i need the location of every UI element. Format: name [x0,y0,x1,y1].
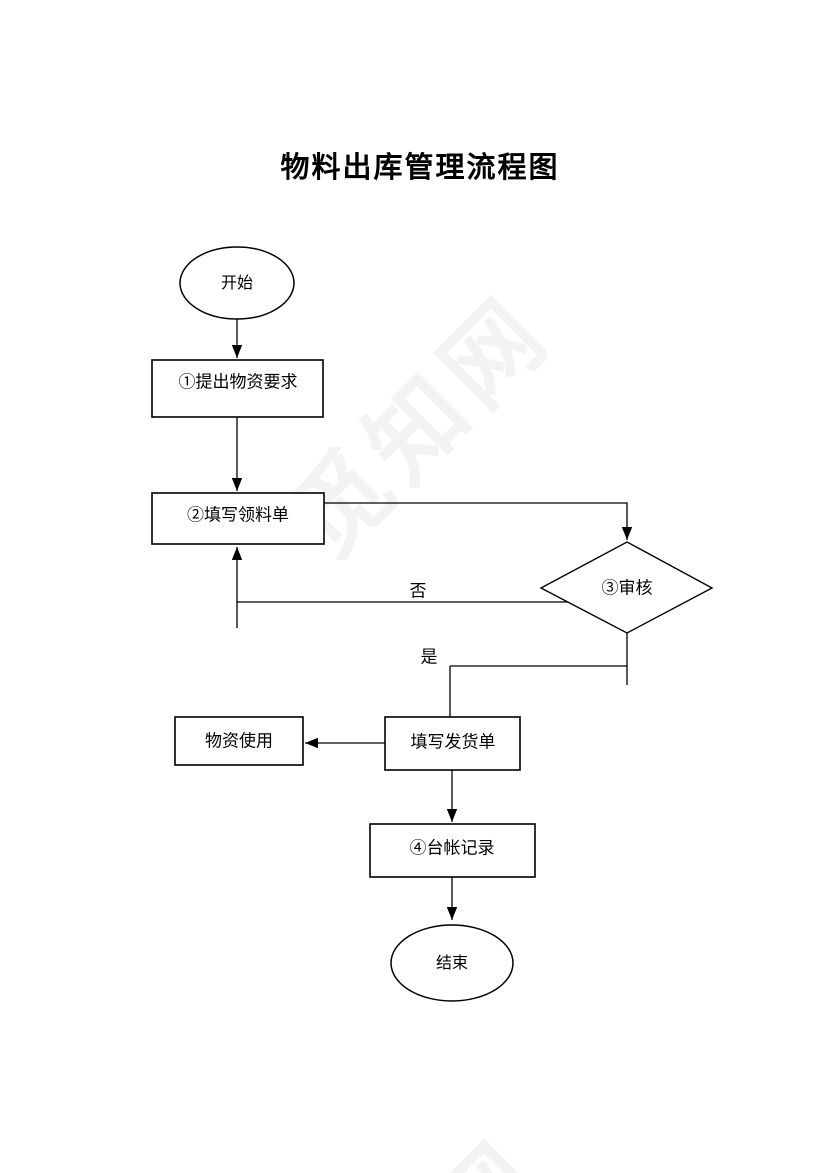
yes-branch-label: 是 [420,647,438,667]
start-node-shape [179,246,295,320]
ledger-node-shape [369,823,536,878]
end-node-shape [390,924,514,1002]
review-decision-shape [539,541,714,634]
end-node-label: 结束 [435,955,469,972]
material-use-node-shape [174,716,304,766]
step2-node-shape [151,492,325,545]
delivery-note-node-shape [384,716,521,771]
start-node-label: 开始 [220,275,254,292]
material-use-node-label: 物资使用 [205,731,273,751]
step2-node-label: ②填写领料单 [187,505,289,525]
delivery-note-node-label: 填写发货单 [410,732,496,752]
connector-step2-to-review [324,502,633,540]
step1-node-shape [151,359,324,418]
ledger-node-label: ④台帐记录 [409,838,495,858]
review-decision-label: ③审核 [601,578,653,598]
page-title: 物料出库管理流程图 [280,152,560,184]
step1-node-label: ①提出物资要求 [178,372,298,392]
no-branch-label: 否 [409,581,427,601]
